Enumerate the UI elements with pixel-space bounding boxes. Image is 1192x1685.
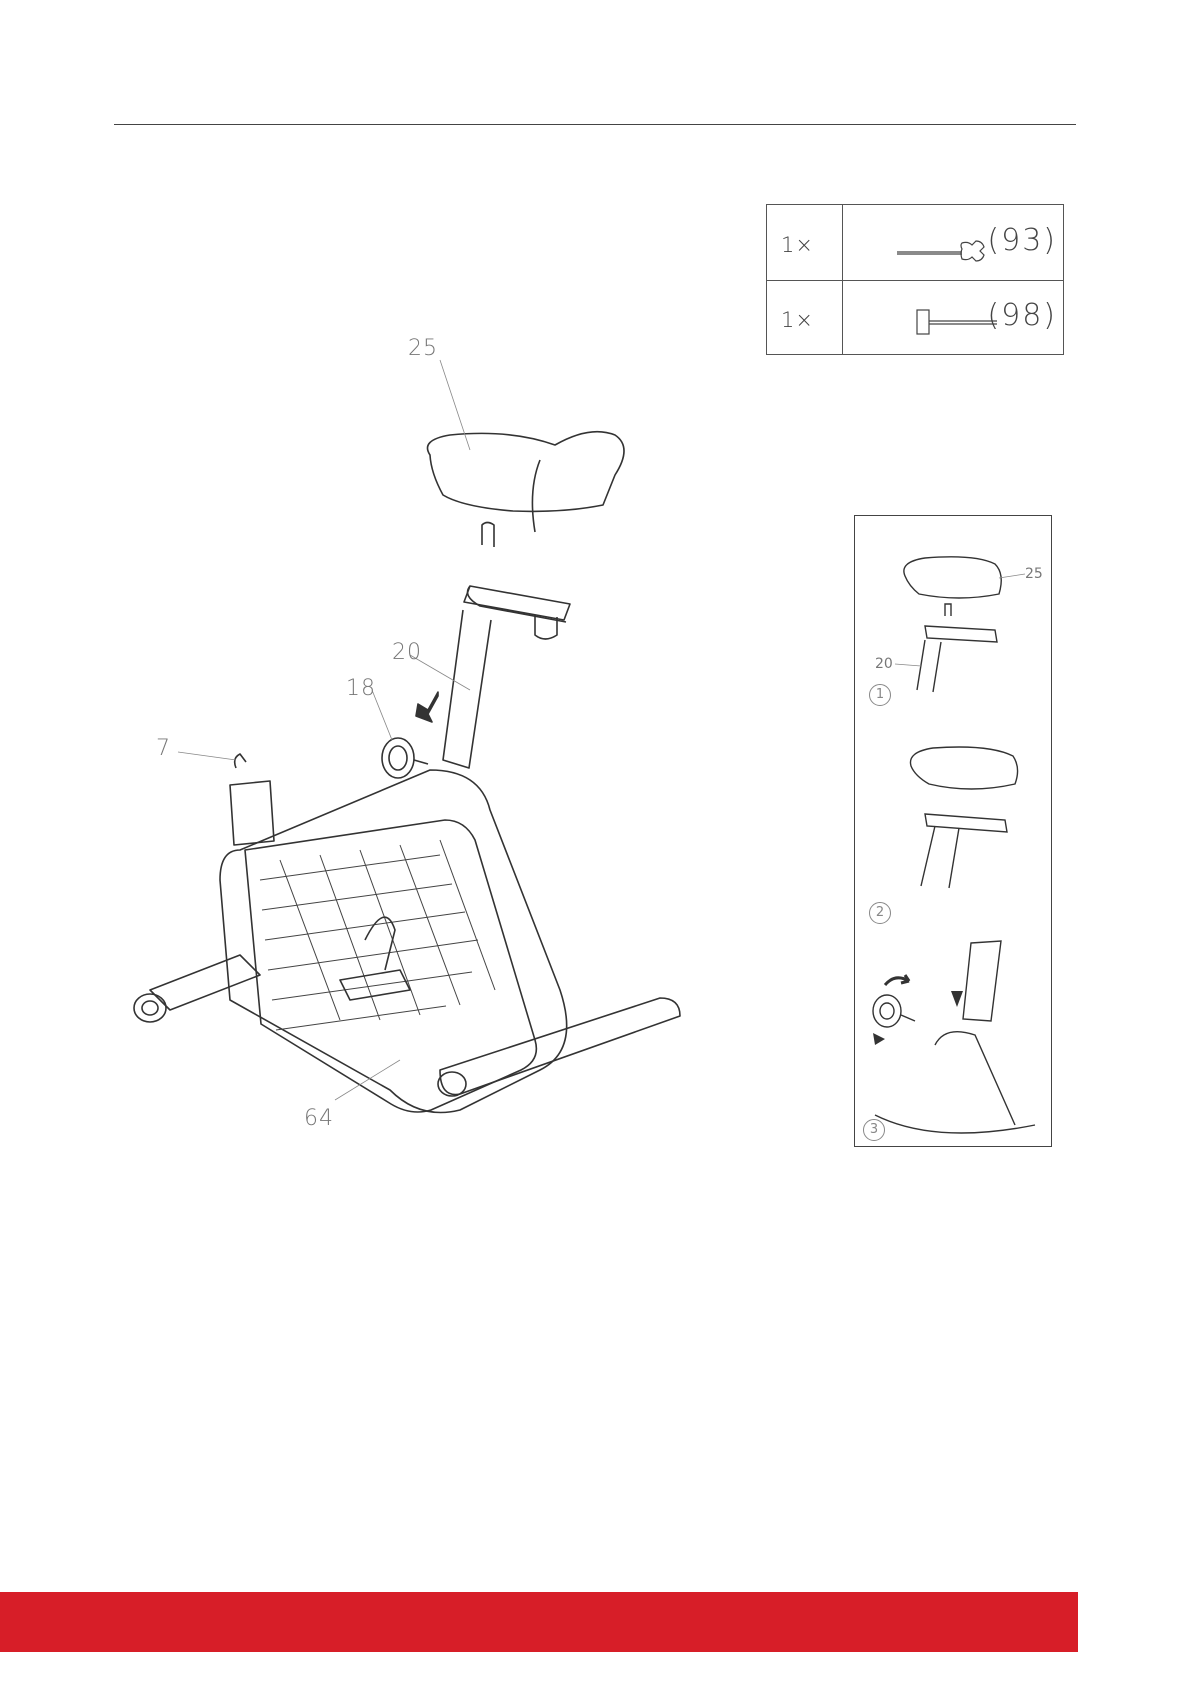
step-number: 1 — [869, 684, 891, 706]
part-quantity: 1× — [781, 308, 814, 332]
detail-step-2: 2 — [854, 726, 1052, 936]
part-number: (93) — [987, 223, 1057, 258]
callout-seat: 25 — [408, 336, 438, 361]
seat-part — [428, 432, 625, 512]
callout-post: 20 — [875, 656, 893, 672]
step-number: 3 — [863, 1119, 885, 1141]
footer-accent-bar — [0, 1592, 1078, 1652]
detail-step-3: 3 — [854, 935, 1052, 1147]
cable-part — [230, 781, 274, 845]
rotate-arrow-icon — [885, 975, 909, 985]
header-rule — [114, 124, 1076, 125]
detail-step-3-drawing — [855, 935, 1053, 1147]
out-arrow-icon — [873, 1033, 885, 1045]
adjustment-knob-part — [382, 738, 428, 778]
step-number: 2 — [869, 902, 891, 924]
down-arrow-icon — [951, 991, 963, 1007]
callout-frame-cover: 64 — [304, 1106, 334, 1131]
seat-post-part — [482, 523, 494, 548]
callout-seat: 25 — [1025, 566, 1043, 582]
callout-cable: 7 — [156, 736, 171, 761]
part-number: (98) — [987, 298, 1057, 333]
exercise-bike-drawing — [0, 340, 820, 1200]
parts-table: 1× (93) 1× (98) — [766, 204, 1064, 355]
parts-row: 1× (93) — [767, 205, 1063, 281]
part-quantity: 1× — [781, 233, 814, 257]
detail-step-1: 25 20 1 — [854, 515, 1052, 727]
callout-knob: 18 — [346, 676, 376, 701]
main-assembly-figure: 25 20 18 7 64 — [0, 340, 820, 1200]
callout-seat-post: 20 — [392, 640, 422, 665]
